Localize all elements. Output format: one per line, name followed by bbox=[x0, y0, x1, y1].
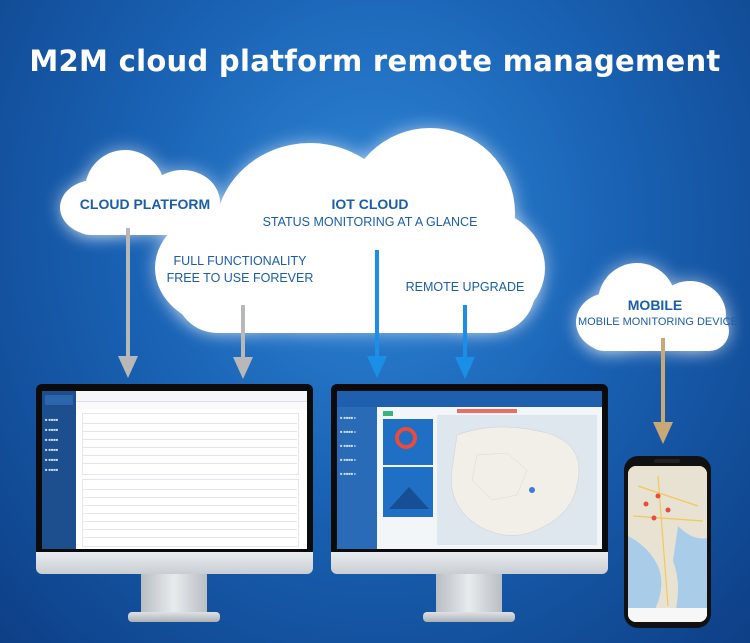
mobile-cloud bbox=[576, 263, 734, 351]
iot-screen: ■ ■■■■ ▸ ■ ■■■■ ▸ ■ ■■■■ ▸ ■ ■■■■ ▸ ■ ■■… bbox=[337, 391, 602, 549]
platform-screen: ■ ■■■■ ■ ■■■■ ■ ■■■■ ■ ■■■■ ■ ■■■■ ■ ■■■… bbox=[42, 391, 307, 549]
feature-line-1: FULL FUNCTIONALITY bbox=[173, 254, 307, 268]
iot-cloud-subtitle: STATUS MONITORING AT A GLANCE bbox=[262, 215, 478, 229]
cloud-platform-heading: CLOUD PLATFORM bbox=[79, 196, 211, 212]
arrow-to-monitor-left-1 bbox=[118, 228, 138, 378]
mobile-phone bbox=[624, 456, 711, 628]
arrow-to-monitor-right-2 bbox=[455, 305, 475, 379]
feature-line-2: FREE TO USE FOREVER bbox=[166, 271, 314, 285]
iot-cloud-heading: IOT CLOUD bbox=[331, 196, 409, 212]
monitor-cloud-platform: ■ ■■■■ ■ ■■■■ ■ ■■■■ ■ ■■■■ ■ ■■■■ ■ ■■■… bbox=[36, 384, 313, 630]
arrow-to-monitor-right-1 bbox=[367, 250, 387, 378]
arrow-to-phone bbox=[653, 338, 673, 444]
mobile-subtitle: MOBILE MONITORING DEVICE bbox=[578, 316, 738, 328]
mobile-heading: MOBILE bbox=[627, 297, 683, 313]
mobile-map-screen bbox=[628, 466, 707, 622]
cloud-platform-cloud bbox=[60, 150, 230, 235]
monitor-iot-cloud: ■ ■■■■ ▸ ■ ■■■■ ▸ ■ ■■■■ ▸ ■ ■■■■ ▸ ■ ■■… bbox=[331, 384, 608, 630]
arrow-to-monitor-left-2 bbox=[233, 305, 253, 379]
page-title: M2M cloud platform remote management bbox=[29, 44, 721, 78]
remote-upgrade-label: REMOTE UPGRADE bbox=[405, 280, 525, 294]
iot-cloud bbox=[155, 128, 550, 333]
